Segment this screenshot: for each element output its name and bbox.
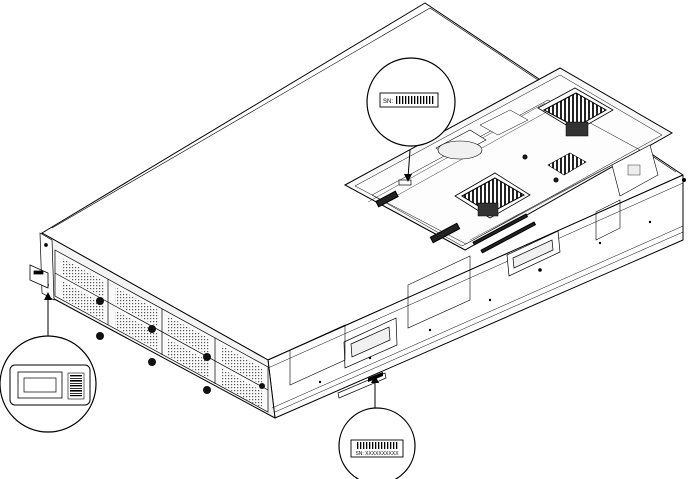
bottom-serial-text: SN: XXXXXXXXXX	[355, 451, 399, 457]
tag-barcode-bars	[70, 375, 82, 396]
top-serial-prefix: SN:	[383, 99, 393, 105]
top-barcode	[396, 96, 434, 104]
rack-ear	[40, 233, 54, 300]
bottom-barcode	[356, 442, 398, 449]
board-serial-sticker	[399, 180, 411, 185]
